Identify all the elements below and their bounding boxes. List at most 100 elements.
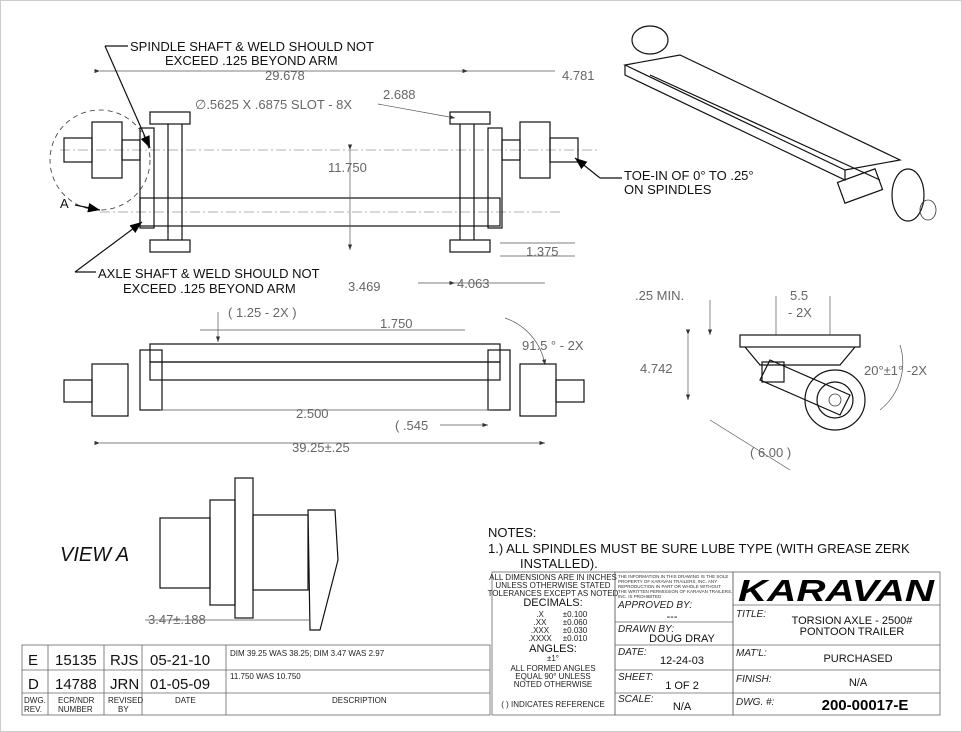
date-label: DATE: — [618, 647, 647, 658]
rev-letter: D — [28, 676, 39, 693]
dim-2-500: 2.500 — [296, 406, 329, 421]
notes: NOTES: 1.) ALL SPINDLES MUST BE SURE LUB… — [488, 525, 910, 571]
tol-value: ±0.030 — [563, 626, 588, 635]
header-by-2: BY — [118, 705, 129, 714]
header-rev: DWG. — [24, 696, 46, 705]
tol-decimals: DECIMALS: — [523, 597, 582, 609]
proprietary-notice: INC. IS PROHIBITED — [618, 594, 662, 599]
rev-letter: E — [28, 652, 38, 669]
tol-line: ALL DIMENSIONS ARE IN INCHES — [489, 573, 617, 582]
scale-value: N/A — [673, 701, 692, 713]
tol-formed: ALL FORMED ANGLES — [510, 664, 595, 673]
tol-reference: ( ) INDICATES REFERENCE — [501, 700, 604, 709]
rev-date: 01-05-09 — [150, 676, 210, 693]
dim-slot: ∅.5625 X .6875 SLOT - 8X — [195, 97, 352, 112]
sheet-label: SHEET: — [618, 672, 654, 683]
tol-value: ±0.010 — [563, 634, 588, 643]
title-block-middle: THE INFORMATION IN THIS DRAWING IS THE S… — [614, 571, 734, 716]
view-a-label: VIEW A — [60, 544, 129, 566]
header-date: DATE — [175, 696, 196, 705]
callout-spindle-weld: SPINDLE SHAFT & WELD SHOULD NOT — [130, 39, 374, 54]
tol-value: ±0.060 — [563, 618, 588, 627]
proprietary-notice: PROPERTY OF KARAVAN TRAILERS, INC. ANY — [618, 579, 717, 584]
tol-angles: ANGLES: — [529, 643, 577, 655]
header-by: REVISED — [108, 696, 143, 705]
proprietary-notice: REPRODUCTION IN PART OR WHOLE WITHOUT — [618, 584, 721, 589]
dim-11-750: 11.750 — [328, 160, 367, 175]
header-ecr-2: NUMBER — [58, 705, 93, 714]
dim-1-25-2x: ( 1.25 - 2X ) — [228, 305, 297, 320]
sheet-value: 1 OF 2 — [665, 680, 699, 692]
title-label: TITLE: — [736, 609, 766, 620]
proprietary-notice: THE WRITTEN PERMISSION OF KARAVAN TRAILE… — [618, 589, 732, 594]
tol-key: .XXXX — [528, 634, 552, 643]
dim-5-5-2x: - 2X — [788, 305, 812, 320]
dim-39-25: 39.25±.25 — [292, 440, 350, 455]
dim-4-063: 4.063 — [457, 276, 490, 291]
callout-axle-weld-2: EXCEED .125 BEYOND ARM — [123, 281, 296, 296]
finish-value: N/A — [849, 677, 868, 689]
revision-row-d: D 14788 JRN 01-05-09 11.750 WAS 10.750 — [28, 672, 301, 693]
dim-545: ( .545 — [395, 418, 428, 433]
revision-block: E 15135 RJS 05-21-10 DIM 39.25 WAS 38.25… — [21, 644, 491, 716]
date-value: 12-24-03 — [660, 655, 704, 667]
revision-row-e: E 15135 RJS 05-21-10 DIM 39.25 WAS 38.25… — [28, 649, 385, 669]
tol-value: ±0.100 — [563, 610, 588, 619]
view-a-marker: A — [60, 196, 69, 211]
tol-angle-value: ±1° — [547, 654, 559, 663]
note-1-cont: INSTALLED). — [520, 556, 598, 571]
title-block-right: KARAVAN TITLE: TORSION AXLE - 2500# PONT… — [732, 571, 941, 716]
rev-date: 05-21-10 — [150, 652, 210, 669]
header-description: DESCRIPTION — [332, 696, 387, 705]
header-rev-2: REV. — [24, 705, 42, 714]
ecr-number: 15135 — [55, 652, 97, 669]
finish-label: FINISH: — [736, 674, 772, 685]
dim-5-5: 5.5 — [790, 288, 808, 303]
tol-formed: NOTED OTHERWISE — [514, 680, 593, 689]
dim-1-750: 1.750 — [380, 316, 413, 331]
dim-1-375: 1.375 — [526, 244, 559, 259]
tol-key: .XX — [534, 618, 548, 627]
dim-91-5: 91.5 ° - 2X — [522, 338, 584, 353]
tol-key: .XXX — [531, 626, 550, 635]
callout-toe-in-2: ON SPINDLES — [624, 182, 712, 197]
dim-3-469: 3.469 — [348, 279, 381, 294]
rev-description: DIM 39.25 WAS 38.25; DIM 3.47 WAS 2.97 — [230, 649, 385, 658]
callout-axle-weld: AXLE SHAFT & WELD SHOULD NOT — [98, 266, 320, 281]
dim-6-00: ( 6.00 ) — [750, 445, 791, 460]
dim-4-781: 4.781 — [562, 68, 595, 83]
callout-spindle-weld-2: EXCEED .125 BEYOND ARM — [165, 53, 338, 68]
matl-label: MAT'L: — [736, 648, 767, 659]
ecr-number: 14788 — [55, 676, 97, 693]
approved-label: APPROVED BY: — [617, 600, 692, 611]
title-value: TORSION AXLE - 2500# — [792, 615, 914, 627]
callout-toe-in: TOE-IN OF 0° TO .25° — [624, 168, 754, 183]
header-ecr: ECR/NDR — [58, 696, 95, 705]
dim-20-deg: 20°±1° -2X — [864, 363, 927, 378]
dwg-number: 200-00017-E — [822, 697, 909, 714]
rev-description: 11.750 WAS 10.750 — [230, 672, 301, 681]
revised-by: JRN — [110, 676, 139, 693]
scale-label: SCALE: — [618, 694, 654, 705]
isometric-view — [623, 25, 937, 222]
revision-headers: DWG. REV. ECR/NDR NUMBER REVISED BY DATE… — [24, 696, 387, 714]
dwg-label: DWG. #: — [736, 697, 775, 708]
proprietary-notice: THE INFORMATION IN THIS DRAWING IS THE S… — [618, 574, 728, 579]
tol-key: .X — [536, 610, 544, 619]
top-view: 29.678 4.781 ∅.5625 X .6875 SLOT - 8X 2.… — [49, 39, 754, 296]
tol-line: TOLERANCES EXCEPT AS NOTED — [488, 589, 619, 598]
karavan-logo: KARAVAN — [738, 573, 935, 608]
drawn-value: DOUG DRAY — [649, 633, 715, 645]
dim-2-688: 2.688 — [383, 87, 416, 102]
side-view: .25 MIN. 5.5 - 2X 4.742 20°±1° -2X ( 6.0… — [635, 288, 927, 471]
dim-4-742: 4.742 — [640, 361, 673, 376]
approved-value: --- — [667, 611, 678, 623]
drawn-label: DRAWN BY: — [618, 624, 674, 635]
note-1: 1.) ALL SPINDLES MUST BE SURE LUBE TYPE … — [488, 541, 910, 556]
dim-25-min: .25 MIN. — [635, 288, 684, 303]
front-view: ( 1.25 - 2X ) 1.750 91.5 ° - 2X 2.500 ( … — [63, 305, 585, 455]
tolerance-block: ALL DIMENSIONS ARE IN INCHES UNLESS OTHE… — [488, 571, 619, 716]
view-a-detail: VIEW A 3.47±.188 — [60, 477, 339, 631]
notes-heading: NOTES: — [488, 525, 536, 540]
